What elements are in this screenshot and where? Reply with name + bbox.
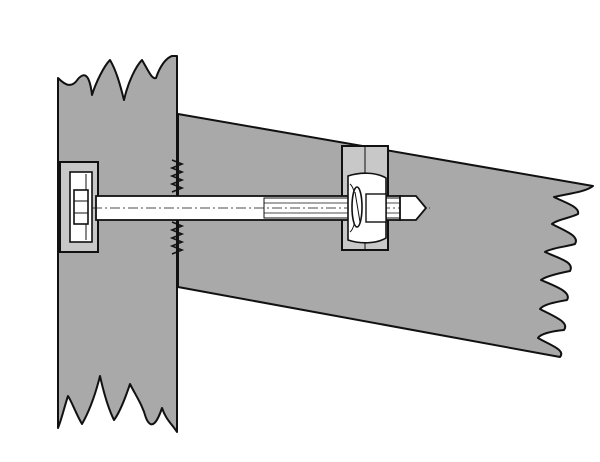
cross-pin-slot	[354, 191, 361, 223]
bolt-tip	[399, 195, 428, 221]
serration-teeth	[169, 159, 185, 193]
vertical-post	[57, 55, 178, 433]
serration-teeth	[169, 221, 185, 255]
joint-gap	[169, 159, 185, 255]
hex-head	[73, 189, 89, 225]
cross-nut-collar	[365, 193, 387, 223]
